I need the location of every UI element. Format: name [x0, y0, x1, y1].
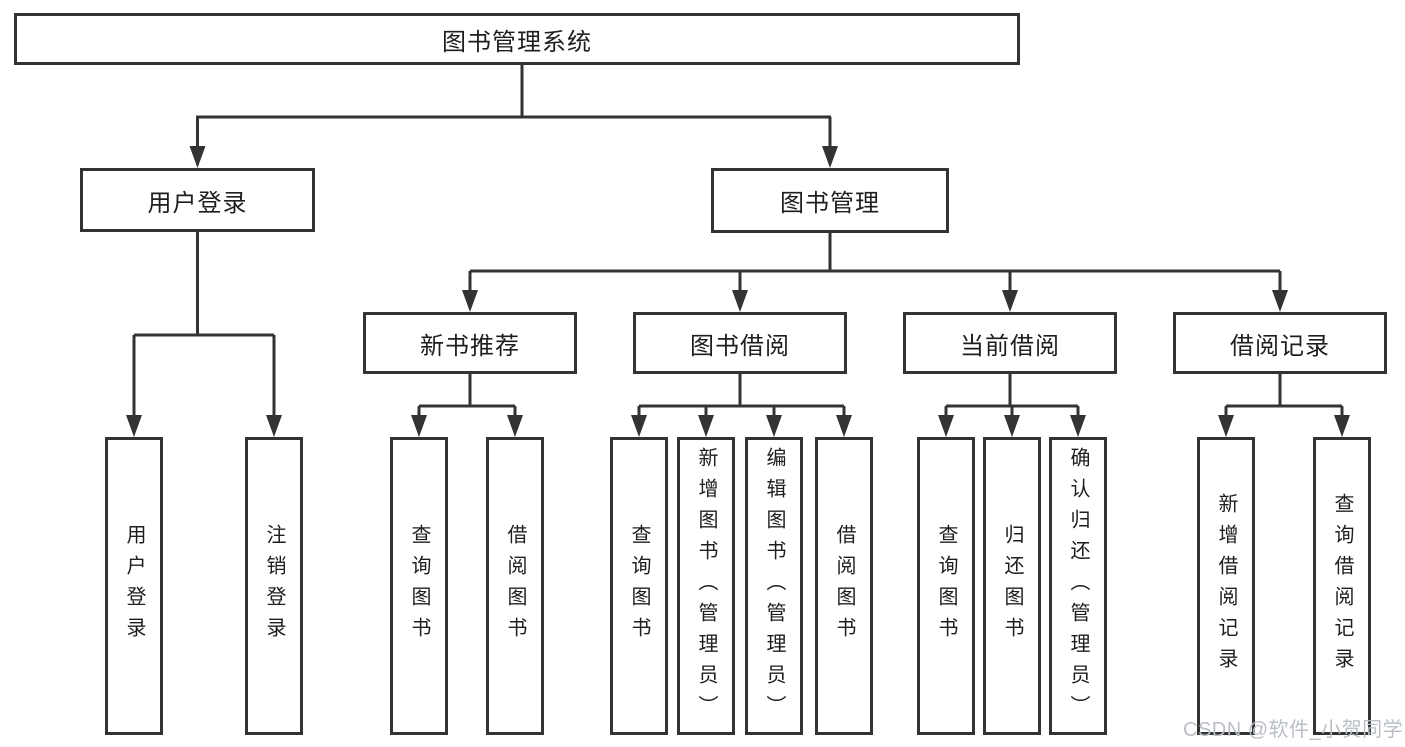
arrowhead-down-icon [631, 415, 647, 437]
node-book-borrowing: 图书借阅 [633, 312, 847, 374]
arrowhead-down-icon [1070, 415, 1086, 437]
leaf-recommend-query-books: 查询图书 [390, 437, 448, 735]
leaf-logout-login: 注销登录 [245, 437, 303, 735]
leaf-recommend-borrow-books: 借阅图书 [486, 437, 544, 735]
arrowhead-down-icon [732, 290, 748, 312]
arrowhead-down-icon [411, 415, 427, 437]
arrowhead-down-icon [1002, 290, 1018, 312]
leaf-records-add-record: 新增借阅记录 [1197, 437, 1255, 735]
leaf-records-query-record: 查询借阅记录 [1313, 437, 1371, 735]
arrowhead-down-icon [1218, 415, 1234, 437]
arrowhead-down-icon [266, 415, 282, 437]
leaf-user-login: 用户登录 [105, 437, 163, 735]
arrowhead-down-icon [462, 290, 478, 312]
leaf-current-confirm-return-admin: 确认归还（管理员） [1049, 437, 1107, 735]
arrowhead-down-icon [1004, 415, 1020, 437]
arrowhead-down-icon [1272, 290, 1288, 312]
arrowhead-down-icon [766, 415, 782, 437]
node-user-login: 用户登录 [80, 168, 315, 232]
arrowhead-down-icon [1334, 415, 1350, 437]
arrowhead-down-icon [189, 146, 206, 168]
node-borrowing-records: 借阅记录 [1173, 312, 1387, 374]
leaf-borrowing-add-books-admin: 新增图书（管理员） [677, 437, 735, 735]
arrowhead-down-icon [836, 415, 852, 437]
leaf-borrowing-edit-books-admin: 编辑图书（管理员） [745, 437, 803, 735]
leaf-borrowing-query-books: 查询图书 [610, 437, 668, 735]
arrowhead-down-icon [507, 415, 523, 437]
node-new-book-recommend: 新书推荐 [363, 312, 577, 374]
arrowhead-down-icon [822, 146, 838, 168]
node-library-system: 图书管理系统 [14, 13, 1020, 65]
leaf-current-query-books: 查询图书 [917, 437, 975, 735]
node-book-management: 图书管理 [711, 168, 949, 233]
arrowhead-down-icon [698, 415, 714, 437]
arrowhead-down-icon [126, 415, 142, 437]
leaf-current-return-books: 归还图书 [983, 437, 1041, 735]
arrowhead-down-icon [938, 415, 954, 437]
leaf-borrowing-borrow-books: 借阅图书 [815, 437, 873, 735]
node-current-borrowing: 当前借阅 [903, 312, 1117, 374]
csdn-watermark: CSDN @软件_小贺同学 [1183, 719, 1404, 741]
